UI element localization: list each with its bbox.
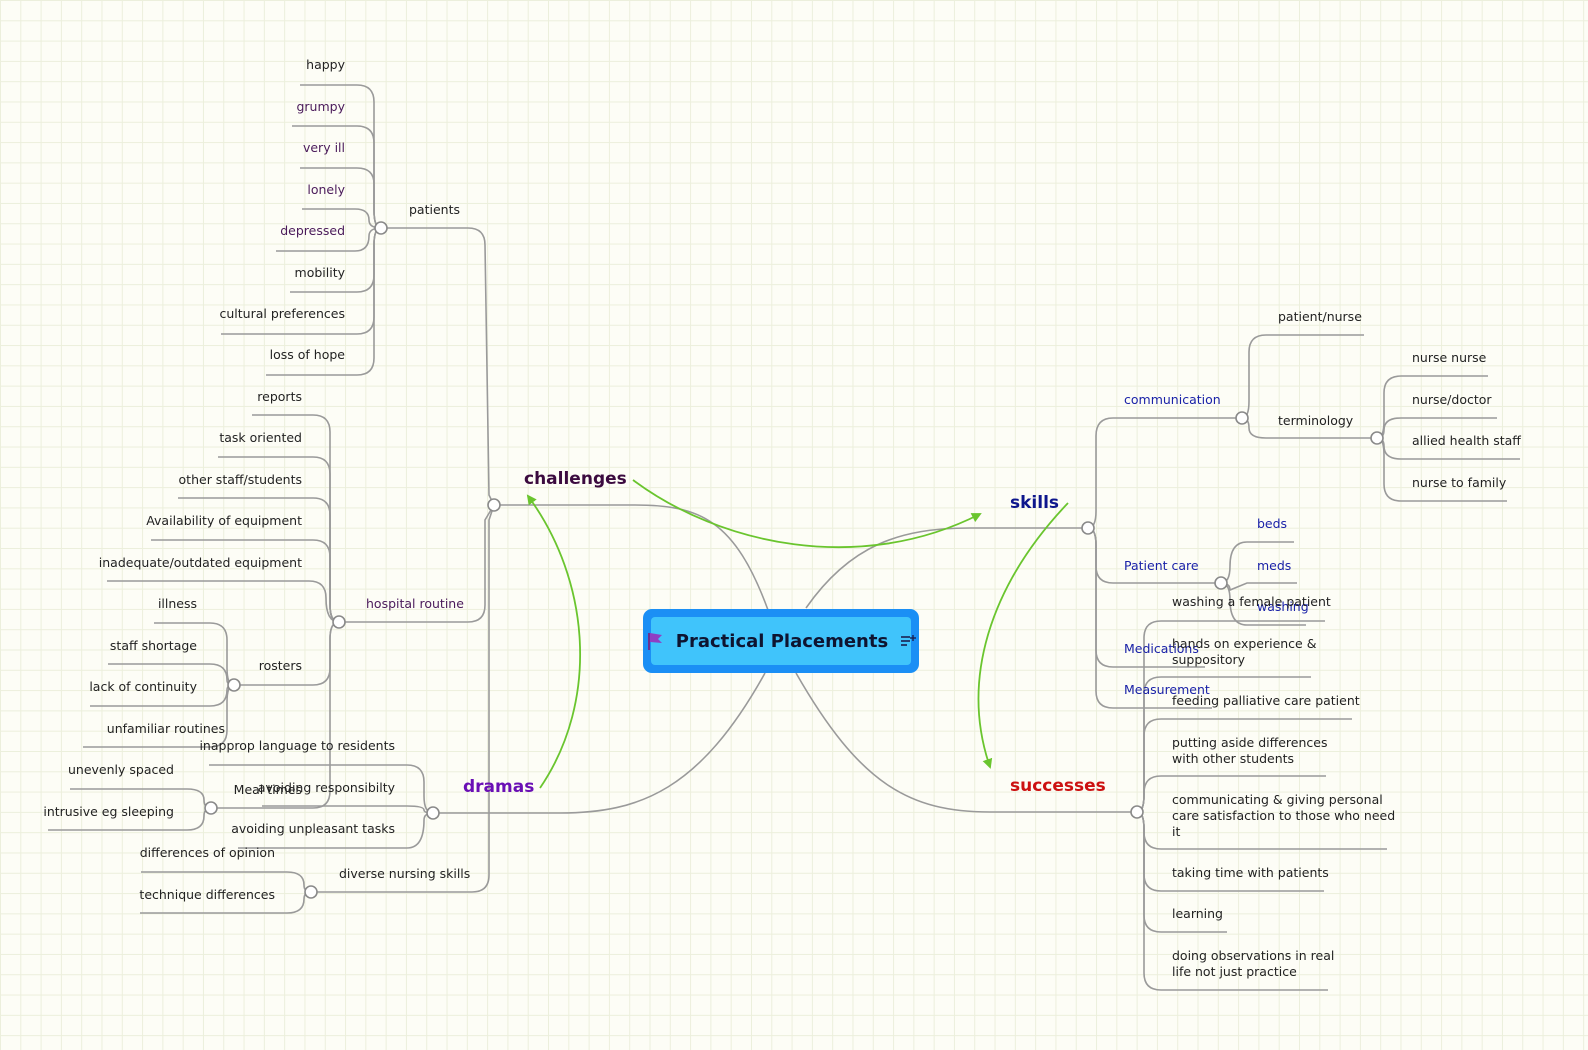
topic-reports[interactable]: reports <box>257 389 302 404</box>
terminology-collapse-toggle[interactable] <box>1370 431 1384 445</box>
topic-avoiding-unpleasant-tasks[interactable]: avoiding unpleasant tasks <box>231 821 395 836</box>
topic-inapprop-language[interactable]: inapprop language to residents <box>199 738 395 753</box>
central-topic[interactable]: Practical Placements <box>643 609 919 673</box>
flag-icon <box>646 631 664 651</box>
topic-grumpy[interactable]: grumpy <box>296 99 345 114</box>
topic-intrusive-eg-sleeping[interactable]: intrusive eg sleeping <box>43 804 174 819</box>
topic-avoiding-responsibility[interactable]: avoiding responsibilty <box>258 780 396 795</box>
communication-collapse-toggle[interactable] <box>1235 411 1249 425</box>
successes-branch-title[interactable]: successes <box>1010 776 1106 796</box>
topic-happy[interactable]: happy <box>306 57 345 72</box>
topic-lonely[interactable]: lonely <box>307 182 345 197</box>
topic-washing-female-patient[interactable]: washing a female patient <box>1172 594 1331 609</box>
topic-very-ill[interactable]: very ill <box>303 140 345 155</box>
meal-times-collapse-toggle[interactable] <box>204 801 218 815</box>
challenges-labels: patients happy grumpy very ill lonely de… <box>43 57 470 902</box>
topic-depressed[interactable]: depressed <box>280 223 345 238</box>
topic-hospital-routine[interactable]: hospital routine <box>366 596 464 611</box>
topic-nurse-doctor[interactable]: nurse/doctor <box>1412 392 1492 407</box>
topic-learning[interactable]: learning <box>1172 906 1223 921</box>
topic-unfamiliar-routines[interactable]: unfamiliar routines <box>107 721 225 736</box>
relationship-arrows <box>526 479 1069 789</box>
topic-differences-of-opinion[interactable]: differences of opinion <box>140 845 275 860</box>
hospital-routine-collapse-toggle[interactable] <box>332 615 346 629</box>
topic-lack-of-continuity[interactable]: lack of continuity <box>89 679 197 694</box>
topic-taking-time[interactable]: taking time with patients <box>1172 865 1329 880</box>
skills-collapse-toggle[interactable] <box>1081 521 1095 535</box>
topic-feeding-palliative[interactable]: feeding palliative care patient <box>1172 693 1360 708</box>
topic-task-oriented[interactable]: task oriented <box>219 430 302 445</box>
topic-technique-differences[interactable]: technique differences <box>139 887 275 902</box>
dramas-labels: inapprop language to residents avoiding … <box>199 738 395 836</box>
topic-cultural-preferences[interactable]: cultural preferences <box>220 306 345 321</box>
topic-nurse-nurse[interactable]: nurse nurse <box>1412 350 1487 365</box>
topic-nurse-to-family[interactable]: nurse to family <box>1412 475 1507 490</box>
topic-washing[interactable]: washing <box>1257 599 1309 614</box>
relation-dramas-to-challenges <box>526 494 581 789</box>
topic-allied-health-staff[interactable]: allied health staff <box>1412 433 1521 448</box>
topic-inadequate-equipment[interactable]: inadequate/outdated equipment <box>99 555 302 570</box>
topic-beds[interactable]: beds <box>1257 516 1287 531</box>
skills-labels: communication patient/nurse terminology … <box>1124 309 1521 697</box>
relation-challenges-to-skills <box>632 479 982 549</box>
main-branch-lines <box>433 504 1137 814</box>
successes-collapse-toggle[interactable] <box>1130 805 1144 819</box>
topic-hands-on-experience[interactable]: hands on experience &suppository <box>1172 636 1317 667</box>
topic-illness[interactable]: illness <box>158 596 197 611</box>
topic-mobility[interactable]: mobility <box>295 265 346 280</box>
challenges-collapse-toggle[interactable] <box>487 498 501 512</box>
topic-communication[interactable]: communication <box>1124 392 1221 407</box>
patients-collapse-toggle[interactable] <box>374 221 388 235</box>
topic-meal-times[interactable]: Meal times <box>234 782 302 797</box>
topic-patients[interactable]: patients <box>409 202 460 217</box>
topic-terminology[interactable]: terminology <box>1278 413 1354 428</box>
topic-rosters[interactable]: rosters <box>259 658 302 673</box>
topic-loss-of-hope[interactable]: loss of hope <box>270 347 346 362</box>
topic-unevenly-spaced[interactable]: unevenly spaced <box>68 762 174 777</box>
challenges-branch-title[interactable]: challenges <box>524 469 627 489</box>
topic-measurement[interactable]: Measurement <box>1124 682 1210 697</box>
notes-icon[interactable] <box>900 634 917 648</box>
dramas-collapse-toggle[interactable] <box>426 806 440 820</box>
successes-labels: washing a female patient hands on experi… <box>1172 594 1395 979</box>
dramas-branch-title[interactable]: dramas <box>463 777 534 797</box>
topic-medications[interactable]: Medications <box>1124 641 1199 656</box>
topic-staff-shortage[interactable]: staff shortage <box>110 638 197 653</box>
patient-care-collapse-toggle[interactable] <box>1214 576 1228 590</box>
rosters-collapse-toggle[interactable] <box>227 678 241 692</box>
topic-patient-nurse[interactable]: patient/nurse <box>1278 309 1362 324</box>
diverse-skills-collapse-toggle[interactable] <box>304 885 318 899</box>
skills-branch-title[interactable]: skills <box>1010 493 1059 513</box>
topic-patient-care[interactable]: Patient care <box>1124 558 1199 573</box>
topic-availability-of-equipment[interactable]: Availability of equipment <box>146 513 302 528</box>
topic-diverse-nursing-skills[interactable]: diverse nursing skills <box>339 866 470 881</box>
central-topic-title: Practical Placements <box>675 630 889 652</box>
topic-meds[interactable]: meds <box>1257 558 1291 573</box>
topic-other-staff-students[interactable]: other staff/students <box>179 472 302 487</box>
relation-skills-to-successes <box>977 502 1069 769</box>
junction-toggles <box>204 221 1384 899</box>
